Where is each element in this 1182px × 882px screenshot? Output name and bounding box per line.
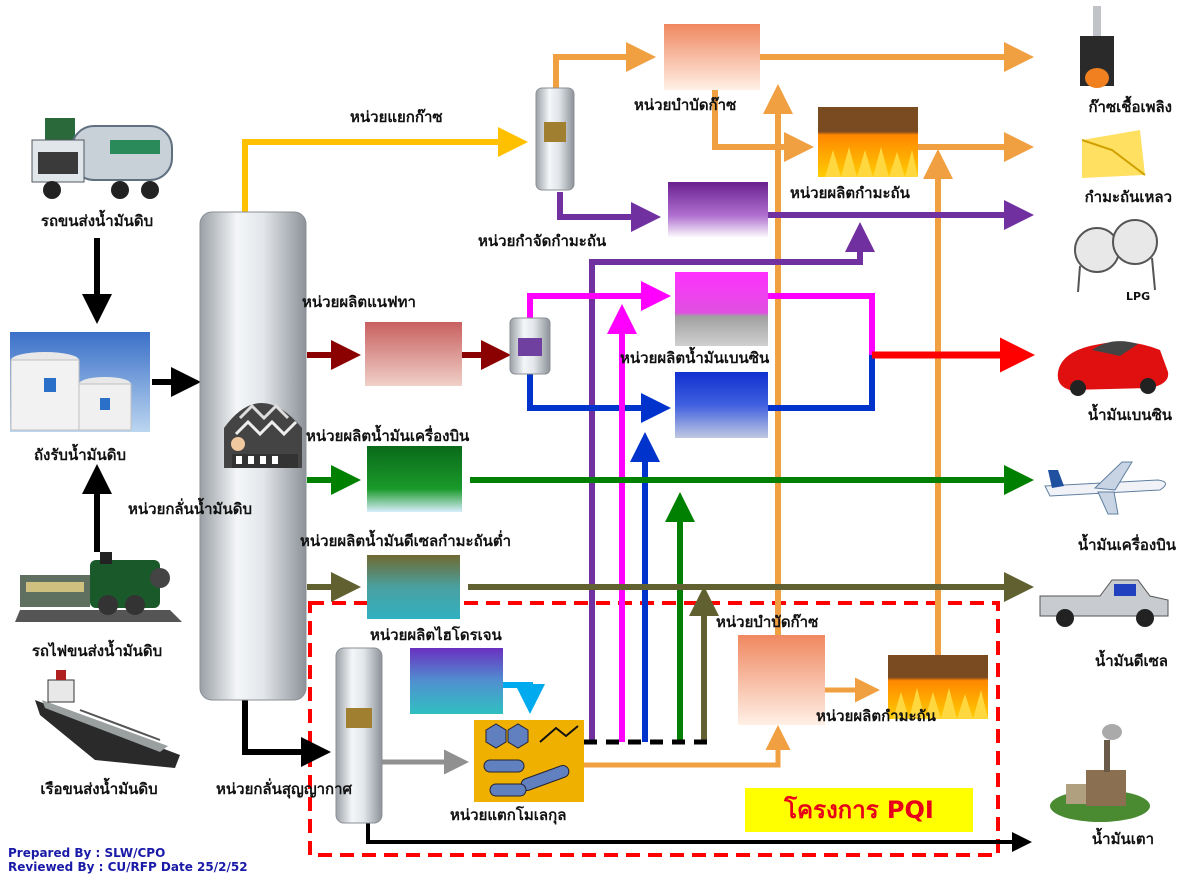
crude-train-icon xyxy=(15,552,182,622)
gas-treating-box-top xyxy=(664,24,760,90)
gas-sep-to-treating xyxy=(553,42,656,90)
gas-separation-column xyxy=(535,87,575,191)
column-to-vacuum-arrow xyxy=(242,700,331,767)
pqi-region xyxy=(308,601,1000,857)
vacuum-unit-label: หน่วยกลั่นสุญญากาศ xyxy=(216,780,353,798)
sulfur-production-box-bottom xyxy=(888,655,988,719)
sulfur-production-box-top xyxy=(818,107,918,177)
gasoline-label: น้ำมันเบนซิน xyxy=(1087,406,1172,424)
crude-train-label: รถไฟขนส่งน้ำมันดิบ xyxy=(31,642,163,660)
jet-plane-icon xyxy=(1044,461,1166,515)
fuel-gas-icon xyxy=(1080,6,1114,88)
pink-box-to-blend xyxy=(768,293,875,355)
gasoline-unit-label: หน่วยผลิตน้ำมันเบนซิน xyxy=(620,349,770,367)
cracking-unit-label: หน่วยแตกโมเลกุล xyxy=(450,806,567,824)
liquid-sulfur-label: กำมะถันเหลว xyxy=(1084,188,1172,206)
splitter-to-blue-box xyxy=(527,372,671,423)
cracking-to-bottom-gas xyxy=(584,725,791,768)
naphtha-box xyxy=(365,322,462,386)
fuel-gas-label: ก๊าซเชื้อเพลิง xyxy=(1088,98,1172,116)
gas-treating-top-label: หน่วยบำบัดก๊าซ xyxy=(634,96,737,114)
reviewed-by-credit: Reviewed By : CU/RFP Date 25/2/52 xyxy=(8,860,248,874)
fuel-oil-product-line xyxy=(366,822,1032,852)
crude-tank-label: ถังรับน้ำมันดิบ xyxy=(33,446,127,464)
crude-ship-icon xyxy=(35,670,180,768)
gas-sep-to-sulfur-removal xyxy=(557,192,661,232)
sulfur-production-top-label: หน่วยผลิตกำมะถัน xyxy=(790,184,910,202)
vacuum-column xyxy=(335,647,383,824)
low-sulfur-diesel-unit-label: หน่วยผลิตน้ำมันดีเซลกำมะถันต่ำ xyxy=(300,532,512,550)
cracking-to-sulfur-removal xyxy=(589,222,875,742)
sulfur-removal-box xyxy=(668,182,768,238)
hydrogen-box xyxy=(410,648,503,714)
crude-truck-label: รถขนส่งน้ำมันดิบ xyxy=(40,212,154,230)
gasoline-car-icon xyxy=(1057,341,1169,396)
gas-separation-label: หน่วยแยกก๊าซ xyxy=(350,108,443,126)
hydrogen-unit-label: หน่วยผลิตไฮโดรเจน xyxy=(370,626,502,644)
crude-tank-icon xyxy=(10,332,150,432)
prepared-by-credit: Prepared By : SLW/CPO xyxy=(8,846,166,860)
diesel-pickup-icon xyxy=(1039,579,1169,627)
gas-treating-bottom-label: หน่วยบำบัดก๊าซ xyxy=(716,613,819,631)
liquid-sulfur-icon xyxy=(1081,130,1146,178)
sulfur-removal-label: หน่วยกำจัดกำมะถัน xyxy=(478,232,607,250)
hydrogen-to-cracking-arrow xyxy=(503,682,545,714)
distillation-column xyxy=(199,211,307,701)
cracking-box xyxy=(474,720,584,802)
gas-treating-box-bottom xyxy=(738,635,825,725)
fuel-oil-label: น้ำมันเตา xyxy=(1091,830,1154,848)
diesel-label: น้ำมันดีเซล xyxy=(1094,652,1168,670)
crude-ship-label: เรือขนส่งน้ำมันดิบ xyxy=(40,780,158,798)
naphtha-splitter xyxy=(509,317,551,375)
sulfur-production-bottom-label: หน่วยผลิตกำมะถัน xyxy=(816,707,936,725)
diesel-box xyxy=(367,555,460,619)
gasoline-box-pink xyxy=(675,272,768,346)
blue-box-to-blend xyxy=(768,355,875,411)
splitter-to-pink-box xyxy=(527,281,671,320)
lpg-tank-text: LPG xyxy=(1126,290,1151,303)
jet-box xyxy=(367,446,462,512)
gas-separation-line xyxy=(242,127,528,212)
gasoline-box-blue xyxy=(675,372,768,438)
lpg-tanks-icon xyxy=(1074,219,1158,293)
distillation-unit-label: หน่วยกลั่นน้ำมันดิบ xyxy=(128,500,252,518)
crude-truck-icon xyxy=(31,118,173,199)
jet-unit-label: หน่วยผลิตน้ำมันเครื่องบิน xyxy=(306,427,470,445)
fuel-oil-plant-icon xyxy=(1050,724,1150,822)
jet-fuel-label: น้ำมันเครื่องบิน xyxy=(1077,536,1176,554)
naphtha-unit-label: หน่วยผลิตแนฟทา xyxy=(302,293,416,311)
pqi-project-badge: โครงการ PQI xyxy=(745,788,973,832)
